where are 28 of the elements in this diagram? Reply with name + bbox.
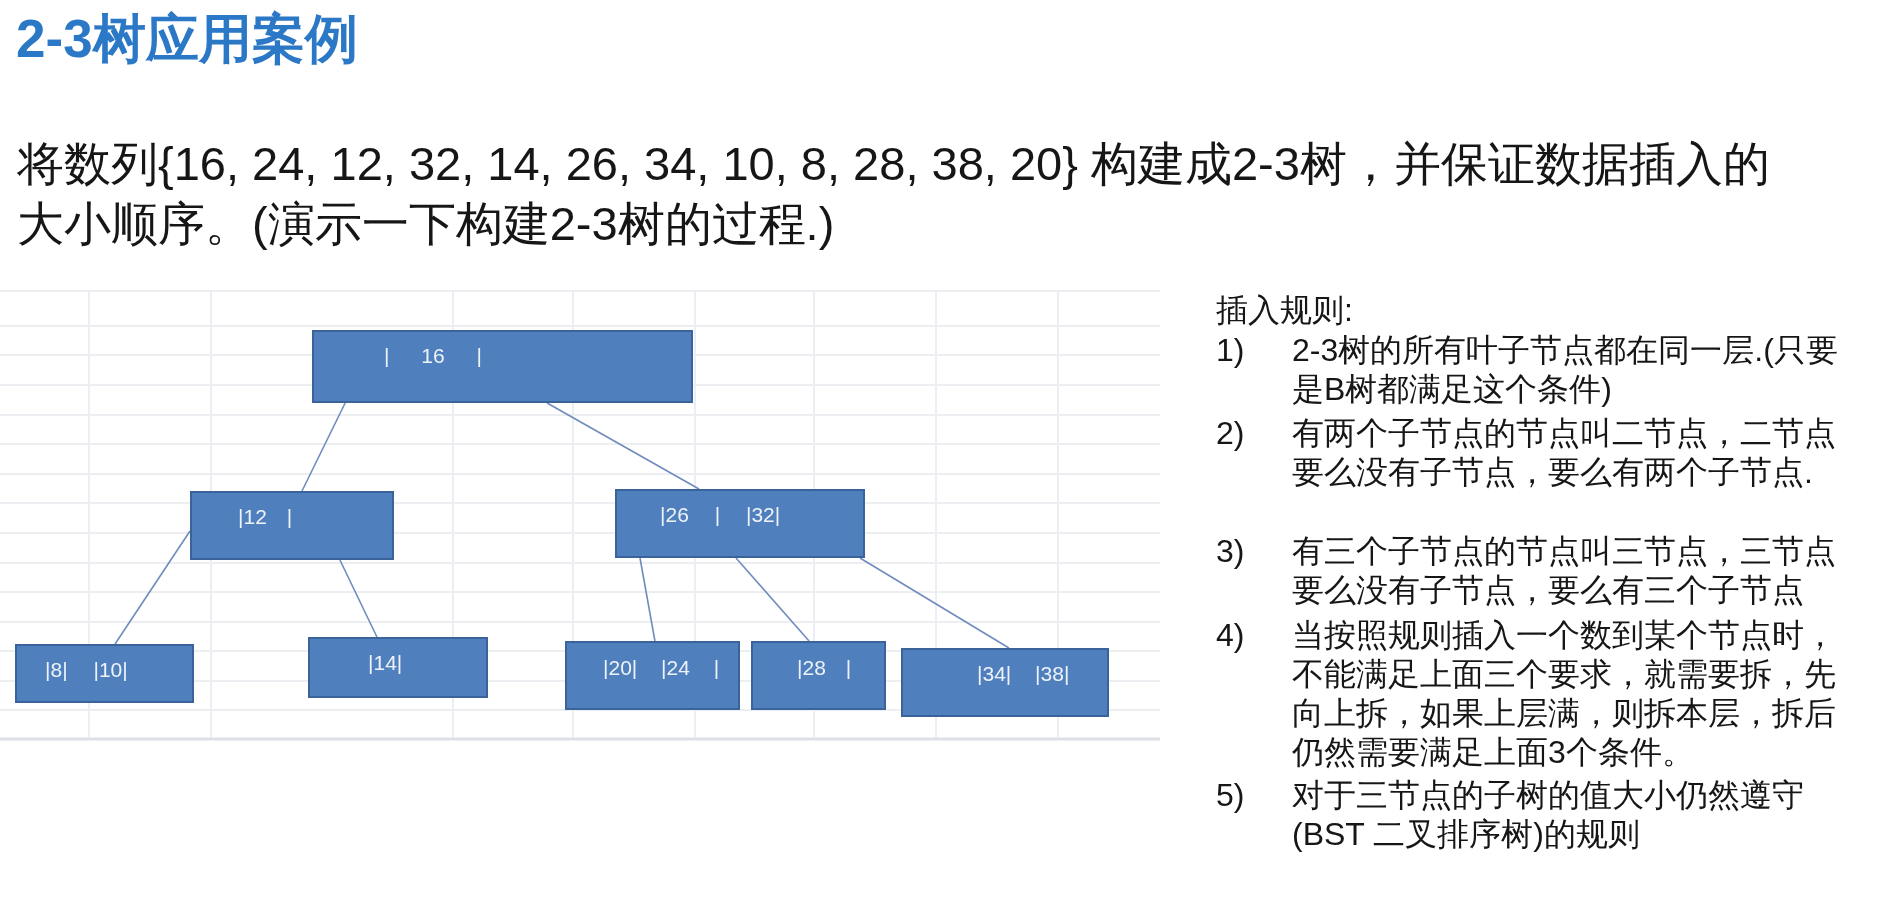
key-box: |12 | xyxy=(190,491,394,560)
connector-line xyxy=(859,557,1010,649)
problem-statement: 将数列{16, 24, 12, 32, 14, 26, 34, 10, 8, 28, 38, 20} 构建成2-3树，并保证数据插入的大小顺序。(演示一下构建2-3树的过程.) xyxy=(17,136,1771,252)
connector-line xyxy=(301,402,346,492)
key-box: |14| xyxy=(308,637,488,698)
connector-line xyxy=(735,557,810,642)
list-number: 3) xyxy=(1216,532,1246,571)
key-box: |26 | |32| xyxy=(615,489,865,558)
rule-text: 有两个子节点的节点叫二节点，二节点要么没有子节点，要么有两个子节点. xyxy=(1292,414,1837,492)
page-title: 2-3树应用案例 xyxy=(16,8,358,70)
key-box: |8| |10| xyxy=(15,644,194,703)
rules-heading: 插入规则: xyxy=(1216,291,1354,330)
rule-text: 对于三节点的子树的值大小仍然遵守(BST 二叉排序树)的规则 xyxy=(1292,776,1805,854)
list-number: 1) xyxy=(1216,331,1246,370)
list-number: 2) xyxy=(1216,414,1246,453)
rule-text: 当按照规则插入一个数到某个节点时，不能满足上面三个要求，就需要拆，先向上拆，如果上层满，则拆本层，拆后仍然需要满足上面3个条件。 xyxy=(1292,616,1837,772)
connector-line xyxy=(114,530,191,645)
key-box: |28 | xyxy=(751,641,886,710)
key-box: |34| |38| xyxy=(901,648,1109,717)
connector-line xyxy=(339,559,378,638)
list-number: 4) xyxy=(1216,616,1246,655)
key-box: |20| |24 | xyxy=(565,641,740,710)
connector-line xyxy=(639,557,656,642)
rule-text: 有三个子节点的节点叫三节点，三节点要么没有子节点，要么有三个子节点 xyxy=(1292,532,1837,610)
key-box: | 16 | xyxy=(312,330,693,403)
connector-line xyxy=(546,402,700,490)
rule-text: 2-3树的所有叶子节点都在同一层.(只要是B树都满足这个条件) xyxy=(1292,331,1839,409)
list-number: 5) xyxy=(1216,776,1246,815)
